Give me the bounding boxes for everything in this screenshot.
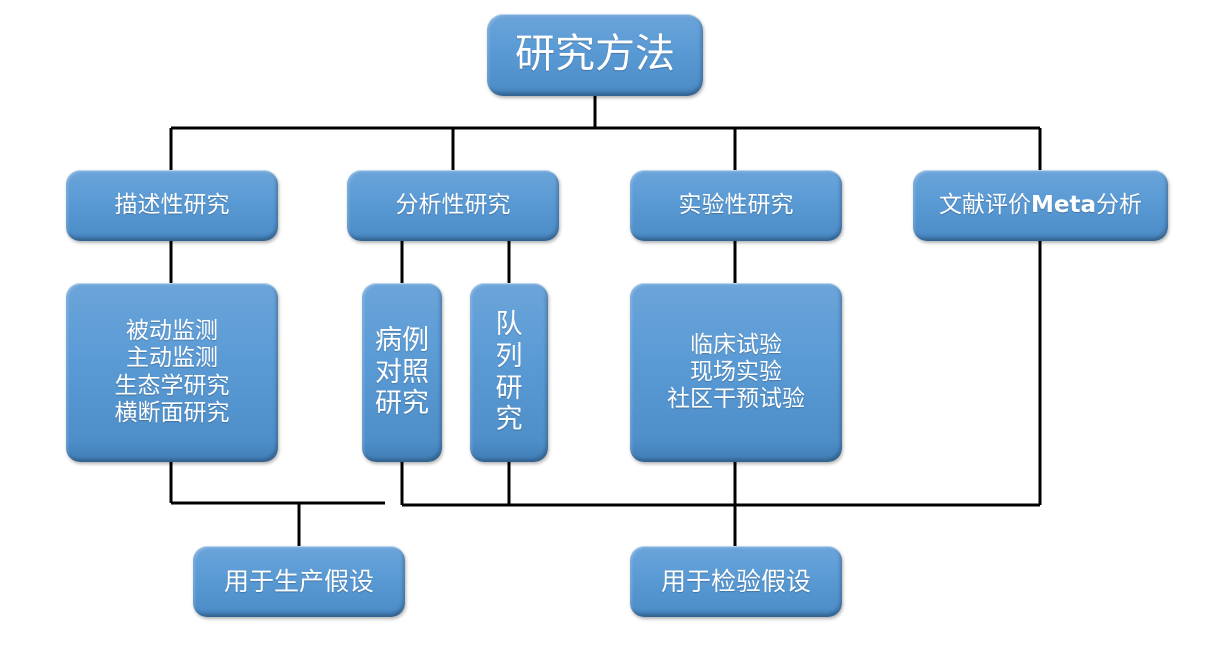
node-generate-hypothesis-label: 用于生产假设: [223, 566, 374, 596]
node-analytical[interactable]: 分析性研究: [347, 170, 559, 241]
node-descriptive-label: 描述性研究: [114, 191, 230, 218]
node-generate-hypothesis[interactable]: 用于生产假设: [193, 546, 405, 617]
node-experimental-detail-label: 临床试验 现场实验 社区干预试验: [667, 331, 805, 413]
node-test-hypothesis-label: 用于检验假设: [660, 566, 811, 596]
node-meta-analysis[interactable]: 文献评价Meta分析: [913, 170, 1168, 241]
node-descriptive-detail-label: 被动监测 主动监测 生态学研究 横断面研究: [114, 318, 230, 426]
node-cohort-label: 队 列 研 究: [495, 308, 523, 436]
node-case-control[interactable]: 病例 对照 研究: [362, 283, 442, 462]
node-cohort[interactable]: 队 列 研 究: [470, 283, 548, 462]
node-root[interactable]: 研究方法: [487, 14, 703, 96]
node-meta-mid: Meta: [1030, 191, 1096, 218]
node-case-control-label: 病例 对照 研究: [375, 324, 429, 420]
node-root-label: 研究方法: [515, 31, 675, 78]
node-experimental-label: 实验性研究: [678, 191, 794, 218]
node-descriptive[interactable]: 描述性研究: [66, 170, 278, 241]
node-meta-suffix: 分析: [1096, 191, 1142, 218]
node-experimental[interactable]: 实验性研究: [630, 170, 842, 241]
node-experimental-detail[interactable]: 临床试验 现场实验 社区干预试验: [630, 283, 842, 462]
node-meta-prefix: 文献评价: [938, 191, 1031, 218]
node-analytical-label: 分析性研究: [395, 191, 511, 218]
node-meta-analysis-label: 文献评价Meta分析: [935, 192, 1146, 219]
node-test-hypothesis[interactable]: 用于检验假设: [630, 546, 842, 617]
node-descriptive-detail[interactable]: 被动监测 主动监测 生态学研究 横断面研究: [66, 283, 278, 462]
